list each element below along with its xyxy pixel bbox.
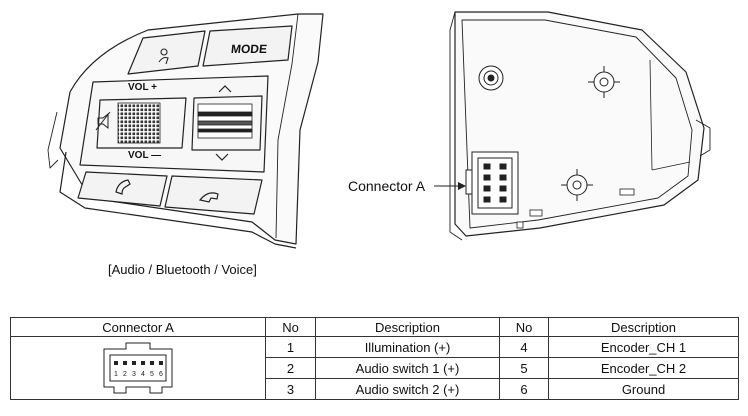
header-no: No xyxy=(265,317,316,337)
header-description: Description xyxy=(315,317,500,337)
voice-icon xyxy=(158,48,169,65)
connector-a-part xyxy=(465,151,519,215)
pin-description: Encoder_CH 2 xyxy=(548,357,739,379)
pin-no: 3 xyxy=(265,378,316,400)
seek-roller xyxy=(197,103,253,139)
table-row: 1 2 3 4 5 6 1 Illumination (+) 4 Encoder… xyxy=(10,336,739,400)
mount-post-bottom xyxy=(561,169,593,201)
phone-call-icon xyxy=(115,179,131,195)
remote-switch-front xyxy=(47,13,324,249)
pin-number: 5 xyxy=(150,371,154,378)
screw-boss xyxy=(478,65,504,91)
down-chevron-icon xyxy=(215,153,229,161)
pin-description: Illumination (+) xyxy=(315,336,500,358)
pin-number: 4 xyxy=(141,371,145,378)
table-header-row: Connector A No Description No Descriptio… xyxy=(10,317,739,337)
header-connector: Connector A xyxy=(10,317,266,337)
figure-caption: [Audio / Bluetooth / Voice] xyxy=(108,262,257,277)
pin-number: 3 xyxy=(132,371,136,378)
mute-icon xyxy=(95,111,111,131)
header-no: No xyxy=(499,317,549,337)
pin-no: 5 xyxy=(499,357,549,379)
vol-down-label: VOL — xyxy=(128,150,162,161)
pin-description: Encoder_CH 1 xyxy=(548,336,739,358)
call-button-outline xyxy=(77,171,168,207)
end-call-button-outline xyxy=(164,175,263,215)
header-description: Description xyxy=(548,317,739,337)
pin-description: Audio switch 1 (+) xyxy=(315,357,500,379)
table-row: 3 Audio switch 2 (+) 6 Ground xyxy=(11,378,739,400)
pin-no: 1 xyxy=(265,336,316,358)
phone-hangup-icon xyxy=(198,192,219,203)
pin-number: 2 xyxy=(123,371,127,378)
volume-grille xyxy=(117,102,161,144)
connector-a-leader xyxy=(434,182,466,190)
connector-pin-table: Connector A No Description No Descriptio… xyxy=(10,317,739,400)
pin-no: 4 xyxy=(499,336,549,358)
mode-button-label: MODE xyxy=(230,42,268,56)
pin-number: 6 xyxy=(159,371,163,378)
pin-description: Ground xyxy=(548,378,739,400)
table-row: 2 Audio switch 1 (+) 5 Encoder_CH 2 xyxy=(11,357,739,379)
pin-no: 6 xyxy=(499,378,549,400)
mount-post-top xyxy=(588,66,620,98)
mode-button-outline xyxy=(202,25,293,67)
pin-number: 1 xyxy=(114,371,118,378)
connector-a-label: Connector A xyxy=(348,178,426,194)
small-tabs xyxy=(516,188,635,229)
up-chevron-icon xyxy=(218,85,232,93)
pin-no: 2 xyxy=(265,357,316,379)
connector-pinout-cell: 1 2 3 4 5 6 xyxy=(10,336,266,400)
connector-pinout-diagram: 1 2 3 4 5 6 xyxy=(103,342,173,394)
vol-up-label: VOL + xyxy=(128,82,157,93)
switch-diagram xyxy=(47,11,711,249)
pin-description: Audio switch 2 (+) xyxy=(315,378,500,400)
